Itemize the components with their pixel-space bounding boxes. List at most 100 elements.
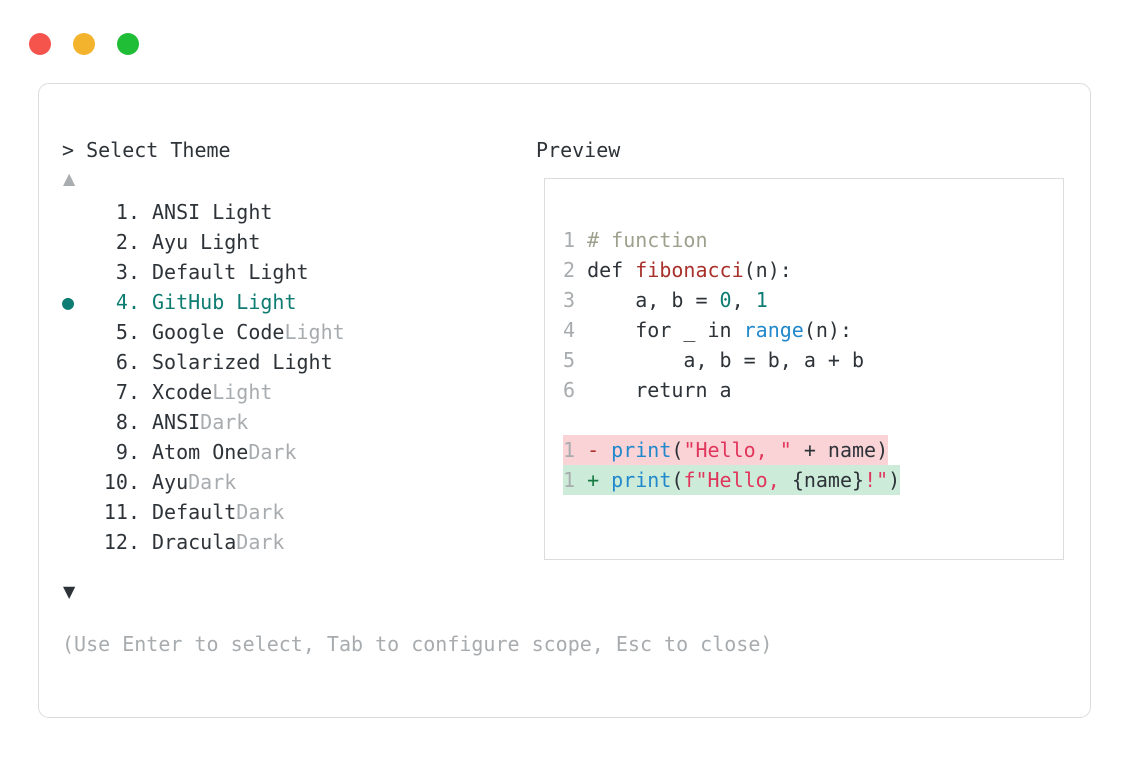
window-maximize-button[interactable] <box>117 33 139 55</box>
diff-sign: + <box>575 468 612 492</box>
theme-item-number: 1. <box>115 200 140 224</box>
theme-item-variant: Dark <box>236 500 285 524</box>
code-token: f"Hello, <box>683 468 792 492</box>
line-number: 1 <box>563 438 576 462</box>
code-token: !" <box>864 468 889 492</box>
theme-item-name: Default <box>152 500 237 524</box>
theme-item-number: 6. <box>115 350 140 374</box>
page-title: > Select Theme <box>62 138 231 162</box>
theme-list-item[interactable]: ● 4. GitHub Light <box>62 287 522 317</box>
code-token: print <box>611 468 672 492</box>
theme-item-variant: Dark <box>248 440 297 464</box>
code-line: 3 a, b = 0, 1 <box>563 285 900 315</box>
theme-item-name: Ayu Light <box>152 230 261 254</box>
theme-item-number: 12. <box>103 530 140 554</box>
code-token: (n): <box>803 318 853 342</box>
theme-list-item[interactable]: 1. ANSI Light <box>62 197 522 227</box>
theme-item-name: Default Light <box>152 260 309 284</box>
code-token: {name} <box>791 468 865 492</box>
code-line: 5 a, b = b, a + b <box>563 345 900 375</box>
theme-item-number: 3. <box>115 260 140 284</box>
theme-item-variant: Light <box>284 320 345 344</box>
scroll-up-icon[interactable]: ▲ <box>63 169 76 188</box>
theme-item-number: 11. <box>103 500 140 524</box>
theme-list-item[interactable]: 6. Solarized Light <box>62 347 522 377</box>
line-number: 5 <box>563 348 576 372</box>
scroll-down-icon[interactable]: ▼ <box>63 582 76 601</box>
theme-list[interactable]: 1. ANSI Light 2. Ayu Light 3. Default Light ● 4… <box>62 197 522 557</box>
theme-picker-card: > Select Theme ▲ 1. ANSI Light 2. Ayu Light… <box>38 83 1091 718</box>
theme-list-item[interactable]: 7. Xcode Light <box>62 377 522 407</box>
theme-list-item[interactable]: 9. Atom One Dark <box>62 437 522 467</box>
theme-item-name: Xcode <box>152 380 213 404</box>
selected-marker-icon: ● <box>62 290 75 314</box>
code-line: 4 for _ in range(n): <box>563 315 900 345</box>
diff-line: 1 - print("Hello, " + name) <box>563 435 900 465</box>
theme-list-item[interactable]: 3. Default Light <box>62 257 522 287</box>
code-line: 1 # function <box>563 225 900 255</box>
theme-list-item[interactable]: 8. ANSI Dark <box>62 407 522 437</box>
code-token: 1 <box>755 288 768 312</box>
code-token: "Hello, " <box>683 438 792 462</box>
theme-item-name: GitHub Light <box>152 290 297 314</box>
theme-item-number: 7. <box>115 380 140 404</box>
code-token: + name) <box>791 438 889 462</box>
diff-sign: - <box>575 438 612 462</box>
window-minimize-button[interactable] <box>73 33 95 55</box>
window-titlebar <box>0 0 1129 83</box>
line-number: 2 <box>563 258 576 282</box>
window-close-button[interactable] <box>29 33 51 55</box>
theme-item-name: Atom One <box>152 440 249 464</box>
code-token: return a <box>575 378 732 402</box>
code-token: range <box>743 318 804 342</box>
code-token: a, b = b, a + b <box>575 348 865 372</box>
theme-item-number: 4. <box>115 290 140 314</box>
theme-item-name: ANSI Light <box>152 200 273 224</box>
code-token: ( <box>671 438 684 462</box>
code-token: fibonacci <box>635 258 744 282</box>
theme-item-name: Solarized Light <box>152 350 333 374</box>
keyboard-hint: (Use Enter to select, Tab to configure s… <box>62 632 773 656</box>
theme-item-variant: Light <box>212 380 273 404</box>
theme-list-item[interactable]: 10. Ayu Dark <box>62 467 522 497</box>
diff-added-line: 1 + print(f"Hello, {name}!") <box>563 465 901 495</box>
code-token: ) <box>888 468 901 492</box>
theme-list-item[interactable]: 11. Default Dark <box>62 497 522 527</box>
code-line: 2 def fibonacci(n): <box>563 255 900 285</box>
theme-item-number: 8. <box>115 410 140 434</box>
preview-label: Preview <box>536 138 621 162</box>
code-token: (n): <box>743 258 792 282</box>
diff-line: 1 + print(f"Hello, {name}!") <box>563 465 901 495</box>
line-number: 3 <box>563 288 576 312</box>
code-token: for _ in <box>575 318 744 342</box>
theme-item-variant: Dark <box>200 410 249 434</box>
theme-item-name: Google Code <box>152 320 285 344</box>
theme-item-name: Dracula <box>152 530 237 554</box>
diff-removed-line: 1 - print("Hello, " + name) <box>563 435 889 465</box>
theme-item-number: 5. <box>115 320 140 344</box>
code-spacer <box>563 405 900 435</box>
code-token: def <box>575 258 636 282</box>
line-number: 1 <box>563 468 576 492</box>
code-token: # function <box>575 228 708 252</box>
theme-item-number: 10. <box>103 470 140 494</box>
theme-item-variant: Dark <box>188 470 237 494</box>
theme-item-number: 2. <box>115 230 140 254</box>
theme-list-item[interactable]: 2. Ayu Light <box>62 227 522 257</box>
theme-item-name: Ayu <box>152 470 189 494</box>
theme-list-item[interactable]: 5. Google Code Light <box>62 317 522 347</box>
code-token: ( <box>671 468 684 492</box>
theme-list-item[interactable]: 12. Dracula Dark <box>62 527 522 557</box>
line-number: 4 <box>563 318 576 342</box>
theme-item-variant: Dark <box>236 530 285 554</box>
theme-item-name: ANSI <box>152 410 201 434</box>
theme-item-number: 9. <box>115 440 140 464</box>
code-token: print <box>611 438 672 462</box>
line-number: 6 <box>563 378 576 402</box>
code-line: 6 return a <box>563 375 900 405</box>
code-token: a, b = <box>575 288 720 312</box>
code-token: 0 <box>719 288 732 312</box>
line-number: 1 <box>563 228 576 252</box>
